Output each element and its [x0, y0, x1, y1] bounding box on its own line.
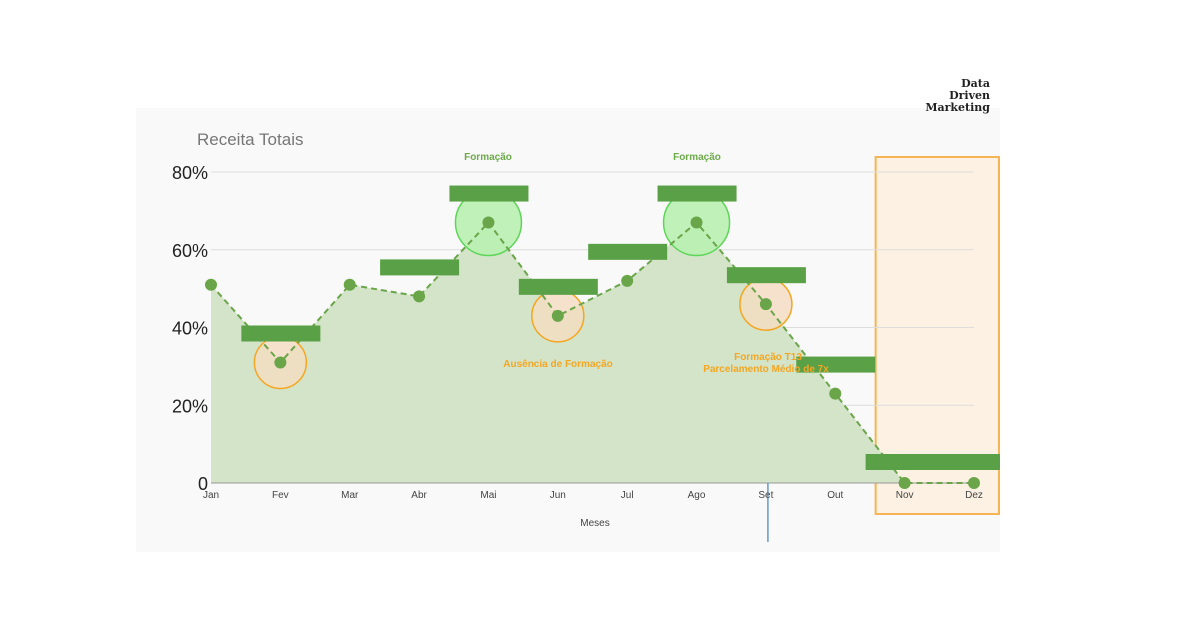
data-label-box-ago — [657, 185, 737, 202]
data-point-jan — [205, 278, 217, 291]
x-tick-label: Fev — [272, 490, 289, 501]
x-tick-label: Ago — [688, 490, 706, 501]
annotation-label: Formação T13 — [734, 352, 802, 363]
annotation-label: Formação — [673, 152, 721, 163]
annotation-label: Formação — [464, 152, 512, 163]
y-tick-label: 20% — [172, 396, 208, 416]
brand-line-1: Data — [961, 77, 990, 90]
data-label-box-set — [726, 267, 806, 284]
y-tick-label: 0 — [198, 474, 208, 494]
brand-line-2: Driven — [949, 89, 990, 102]
y-tick-label: 60% — [172, 241, 208, 261]
data-label-box-jul — [588, 243, 668, 260]
area-chart: 0 20% 40% 60% 80% Jan Fev Mar Abr Mai Jun Jul Ago Set… — [172, 152, 1000, 542]
data-label-box-fev — [241, 325, 321, 342]
brand-logo: Data Driven Marketing — [918, 78, 990, 114]
y-tick-label: 80% — [172, 163, 208, 183]
data-point-dez — [968, 477, 980, 489]
data-point-abr — [413, 290, 426, 303]
data-point-set — [759, 298, 772, 311]
x-tick-label: Mai — [480, 490, 496, 501]
x-tick-label: Out — [827, 490, 843, 501]
x-tick-label: Jan — [203, 490, 219, 501]
x-tick-label: Abr — [411, 490, 427, 501]
annotation-label: Ausência de Formação — [503, 359, 612, 370]
data-label-box-nov — [865, 454, 945, 470]
data-point-mai — [482, 216, 495, 229]
data-label-box-mai — [449, 185, 529, 202]
x-tick-label: Nov — [896, 490, 914, 501]
data-point-ago — [690, 216, 703, 229]
x-axis-label: Meses — [580, 518, 609, 529]
data-label-box-abr — [380, 259, 460, 276]
data-label-box-jun — [518, 278, 598, 295]
series-line — [210, 220, 974, 484]
data-point-jul — [621, 274, 634, 287]
data-point-nov — [898, 477, 911, 489]
data-point-jun — [551, 309, 564, 322]
y-tick-label: 40% — [172, 319, 208, 339]
data-point-out — [829, 387, 842, 400]
data-label-box-dez — [935, 454, 1000, 470]
annotation-label: Parcelamento Médio de 7x — [703, 364, 829, 375]
data-point-mar — [343, 278, 356, 291]
chart-panel: 0 20% 40% 60% 80% Jan Fev Mar Abr Mai Jun Jul Ago Set… — [136, 108, 1000, 552]
data-point-fev — [274, 356, 287, 369]
data-label-box-out — [796, 356, 876, 373]
x-tick-label: Dez — [965, 490, 983, 501]
brand-line-3: Marketing — [925, 101, 990, 114]
x-tick-label: Jul — [621, 490, 634, 501]
x-tick-label: Mar — [341, 490, 359, 501]
x-tick-label: Set — [758, 490, 773, 501]
area-fill — [211, 222, 974, 483]
chart-title: Receita Totais — [197, 130, 304, 149]
x-tick-label: Jun — [550, 490, 566, 501]
